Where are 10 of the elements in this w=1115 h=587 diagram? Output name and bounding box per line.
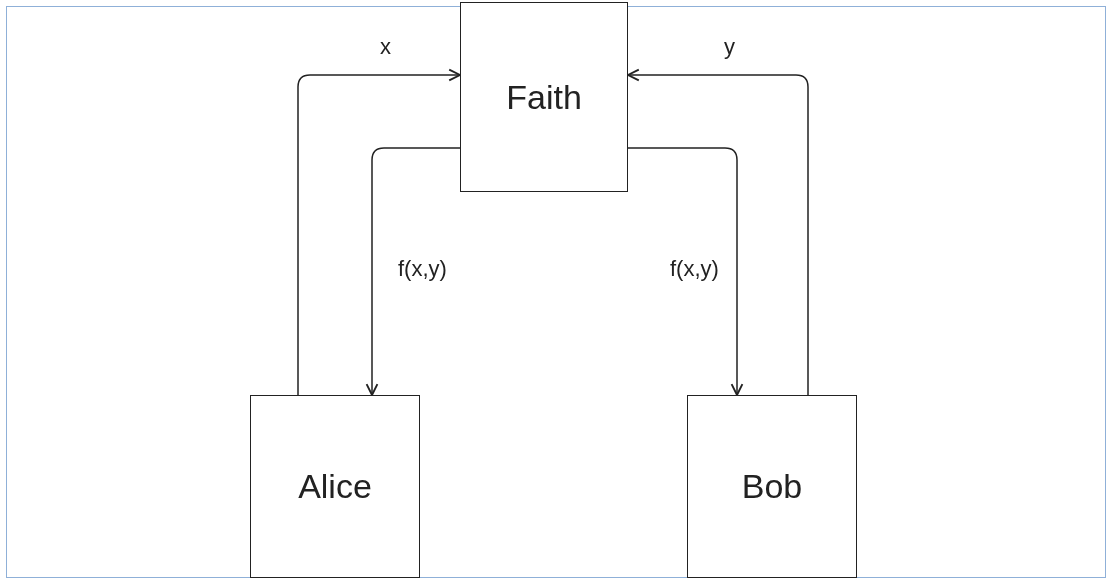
process-box <box>250 395 420 578</box>
arrow <box>627 147 744 396</box>
node-label: Faith <box>506 77 582 117</box>
arrow <box>365 147 461 396</box>
process-box <box>460 2 628 192</box>
process-box <box>687 395 857 578</box>
node-label: Alice <box>298 467 372 506</box>
node-label: Bob <box>741 467 803 506</box>
arrow <box>627 68 809 396</box>
arrow <box>297 68 461 396</box>
